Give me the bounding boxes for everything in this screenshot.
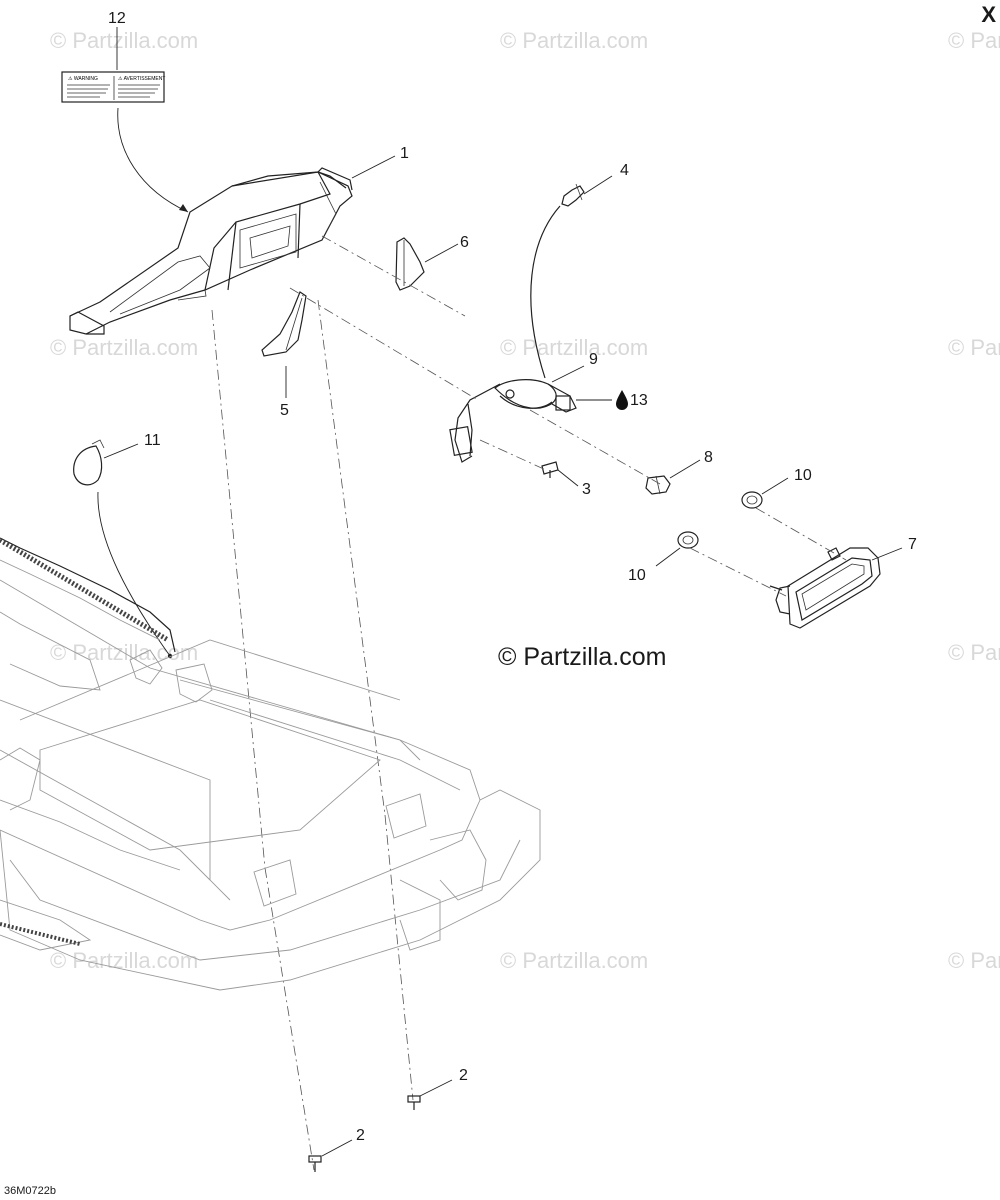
- assembly-lines: [211, 235, 847, 1171]
- callout-labels: 12 1 4 6 9 13 5 11 8 10 3 7 10 2 2: [108, 10, 917, 1144]
- watermark: © Partzilla.com: [948, 640, 1000, 665]
- warning-label-sticker: ⚠ WARNING ⚠ AVERTISSEMENT: [61, 71, 165, 103]
- page-corner-letter: X: [981, 2, 996, 27]
- callout-11: 11: [144, 432, 161, 449]
- callout-5: 5: [280, 402, 289, 419]
- side-pad-right: [395, 237, 425, 291]
- wiring-harness: [449, 379, 577, 463]
- sticker-warning-en: ⚠ WARNING: [68, 76, 98, 82]
- screw-lower-left: [308, 1155, 322, 1172]
- watermark: © Partzilla.com: [50, 335, 198, 360]
- callout-6: 6: [460, 234, 469, 251]
- drawing-code: 36M0722b: [4, 1185, 56, 1197]
- watermark: © Partzilla.com: [50, 948, 198, 973]
- callout-2-upper: 2: [459, 1067, 468, 1084]
- screw-small: [541, 461, 559, 478]
- sticker-warning-fr: ⚠ AVERTISSEMENT: [118, 76, 165, 82]
- watermark: © Partzilla.com: [948, 28, 1000, 53]
- frame-hatching: [0, 537, 170, 946]
- wire-clip: [561, 183, 585, 207]
- callout-10-upper: 10: [794, 467, 812, 484]
- callout-12: 12: [108, 10, 126, 27]
- cable-tie: [73, 439, 105, 486]
- callout-7: 7: [908, 536, 917, 553]
- watermark: © Partzilla.com: [948, 948, 1000, 973]
- watermark: © Partzilla.com: [500, 335, 648, 360]
- callout-8: 8: [704, 449, 713, 466]
- callout-13: 13: [630, 392, 648, 409]
- adhesive-drop-icon: [616, 390, 628, 410]
- watermark-main: © Partzilla.com: [498, 643, 666, 671]
- callout-9: 9: [589, 351, 598, 368]
- callout-4: 4: [620, 162, 629, 179]
- grommet-lower: [677, 531, 699, 549]
- grommet-upper: [741, 491, 763, 509]
- side-pad-left: [261, 291, 307, 357]
- callout-3: 3: [582, 481, 591, 498]
- taillight-housing: [69, 167, 353, 335]
- watermark: © Partzilla.com: [50, 28, 198, 53]
- callout-1: 1: [400, 145, 409, 162]
- tail-light-assembly: [769, 547, 881, 629]
- callout-10-lower: 10: [628, 567, 646, 584]
- vehicle-rear-frame: [0, 537, 541, 991]
- callout-2-lower: 2: [356, 1127, 365, 1144]
- watermark: © Partzilla.com: [500, 948, 648, 973]
- screw-lower-right: [407, 1095, 421, 1110]
- watermarks: © Partzilla.com © Partzilla.com © Partzi…: [50, 28, 1000, 973]
- watermark: © Partzilla.com: [948, 335, 1000, 360]
- watermark: © Partzilla.com: [500, 28, 648, 53]
- bulb: [645, 475, 671, 495]
